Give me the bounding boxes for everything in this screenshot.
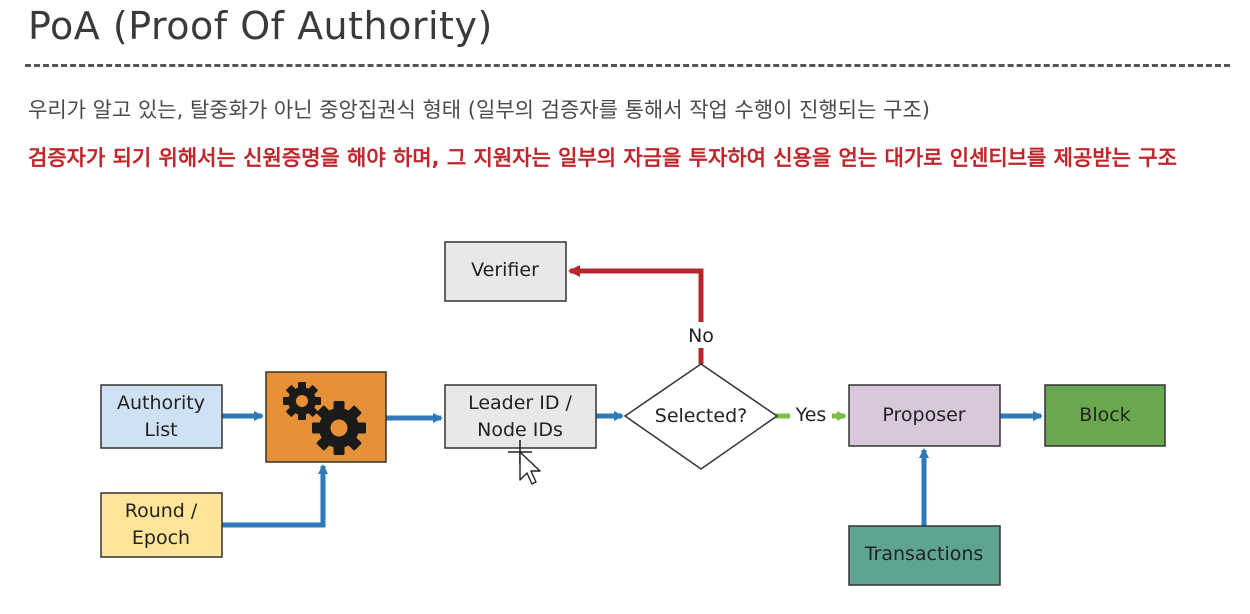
edge-label-yes: Yes: [795, 404, 827, 426]
node-block: [1044, 384, 1166, 447]
edge-label-no: No: [688, 325, 714, 347]
node-selected-decision: [623, 363, 779, 470]
node-authority-label-2: List: [144, 419, 177, 441]
node-leader-label-1: Leader ID /: [468, 392, 572, 414]
gears-icon: [283, 382, 366, 455]
yes-label-bg: [790, 402, 832, 428]
node-block-label: Block: [1079, 404, 1130, 426]
node-authority-label-1: Authority: [117, 392, 205, 414]
highlight-description: 검증자가 되기 위해서는 신원증명을 해야 하며, 그 지원자는 일부의 자금을…: [28, 146, 1177, 170]
node-transactions: [848, 525, 1001, 586]
dashed-divider: [25, 64, 1230, 67]
edge-round-to-engine: [222, 464, 328, 528]
description-line: 우리가 알고 있는, 탈중화가 아닌 중앙집권식 형태 (일부의 검증자를 통해…: [28, 98, 930, 122]
node-verifier: [444, 241, 567, 302]
node-verifier-label: Verifier: [471, 259, 539, 281]
node-round-epoch: [100, 492, 223, 558]
node-proposer-label: Proposer: [882, 404, 965, 426]
no-label-bg: [681, 322, 721, 348]
mouse-cursor-icon: [508, 440, 541, 485]
node-authority-list: [100, 384, 223, 449]
node-selected-label: Selected?: [655, 405, 747, 427]
node-round-label-1: Round /: [125, 500, 198, 522]
slide-title: PoA (Proof Of Authority): [28, 4, 493, 48]
edge-selected-no-to-verifier: [568, 265, 704, 364]
node-proposer: [848, 384, 1001, 447]
node-leader-label-2: Node IDs: [477, 419, 563, 441]
node-transactions-label: Transactions: [864, 543, 984, 565]
node-round-label-2: Epoch: [132, 527, 190, 549]
